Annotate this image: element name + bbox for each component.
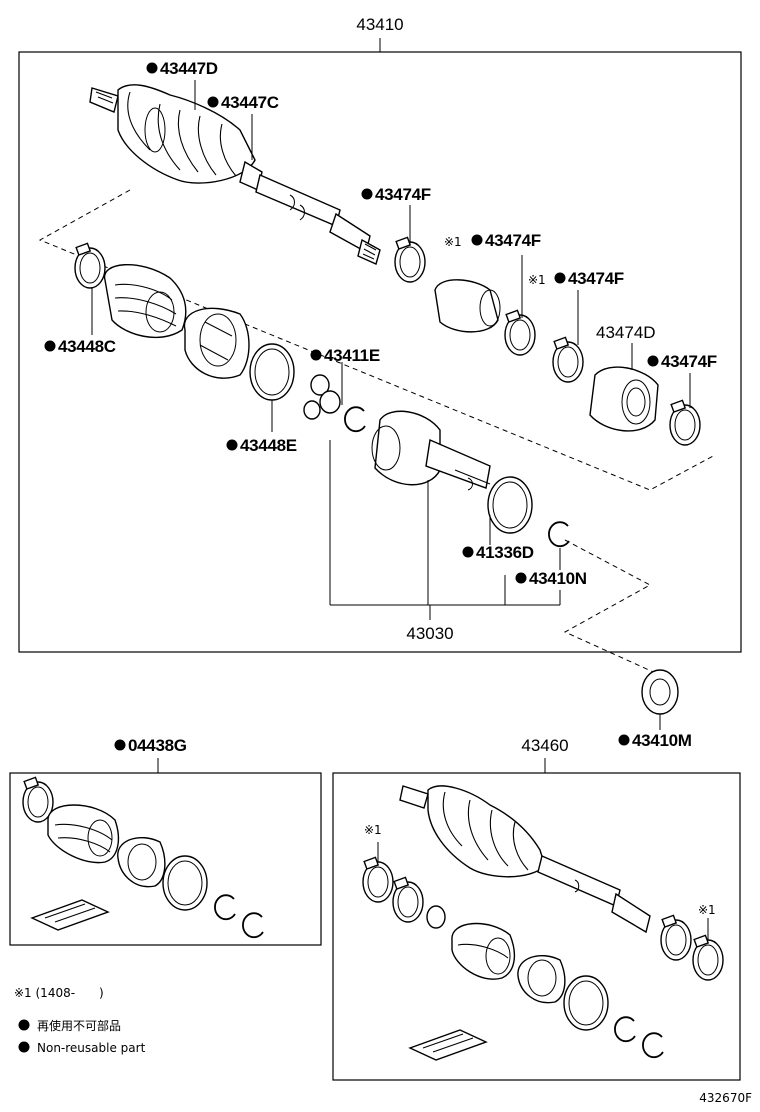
label-43474f-d: 43474F [661,352,717,371]
legend-jp: 再使用不可部品 [37,1018,121,1033]
label-04438g: 04438G [128,736,187,755]
label-43474f-b: 43474F [485,231,541,250]
snap-ring-2 [548,521,570,548]
legend-bullet-jp [18,1019,30,1031]
note-mark-1: ※1 [444,235,462,249]
label-43411e: 43411E [324,346,380,365]
outer-joint-boot [74,242,187,338]
dynamic-damper [434,279,501,333]
leader-lines [91,80,691,730]
label-41336d: 41336D [476,543,534,562]
boot-kit-parts [22,776,264,939]
clamp-2 [504,309,536,356]
label-43474f-c: 43474F [568,269,624,288]
note-mark-2: ※1 [528,273,546,287]
snap-ring [344,406,366,433]
inner-joint-housing [371,410,491,491]
legend-en: Non-reusable part [37,1041,146,1055]
label-43410n: 43410N [529,569,587,588]
legend-note-1: ※1 (1408- ) [14,986,104,1000]
inner-boot [589,366,659,432]
alt-shaft-assembly [362,785,724,1061]
drive-shaft-assembly [89,84,381,265]
note-mark-3: ※1 [364,823,382,837]
label-43410m: 43410M [632,731,692,750]
dust-seal [487,476,533,534]
legend-bullet-en [18,1041,30,1053]
label-43460: 43460 [521,736,568,755]
alt-assembly-box [332,772,741,1081]
label-43448c: 43448C [58,337,116,356]
label-43030: 43030 [406,624,453,643]
boot-band-large [249,343,295,401]
label-43474d: 43474D [596,323,656,342]
outer-joint-housing [183,307,250,379]
label-43447c: 43447C [221,93,279,112]
clamp-4 [669,399,701,446]
figure-code: 432670F [699,1091,752,1105]
label-43448e: 43448E [240,436,297,455]
note-mark-4: ※1 [698,903,716,917]
exploded-outline [38,189,716,491]
tripod-joint [303,374,341,420]
center-bearing [641,669,679,715]
boot-kit-box [9,772,322,946]
label-43410: 43410 [356,15,403,34]
label-43447d: 43447D [160,59,218,78]
label-43474f-a: 43474F [375,185,431,204]
